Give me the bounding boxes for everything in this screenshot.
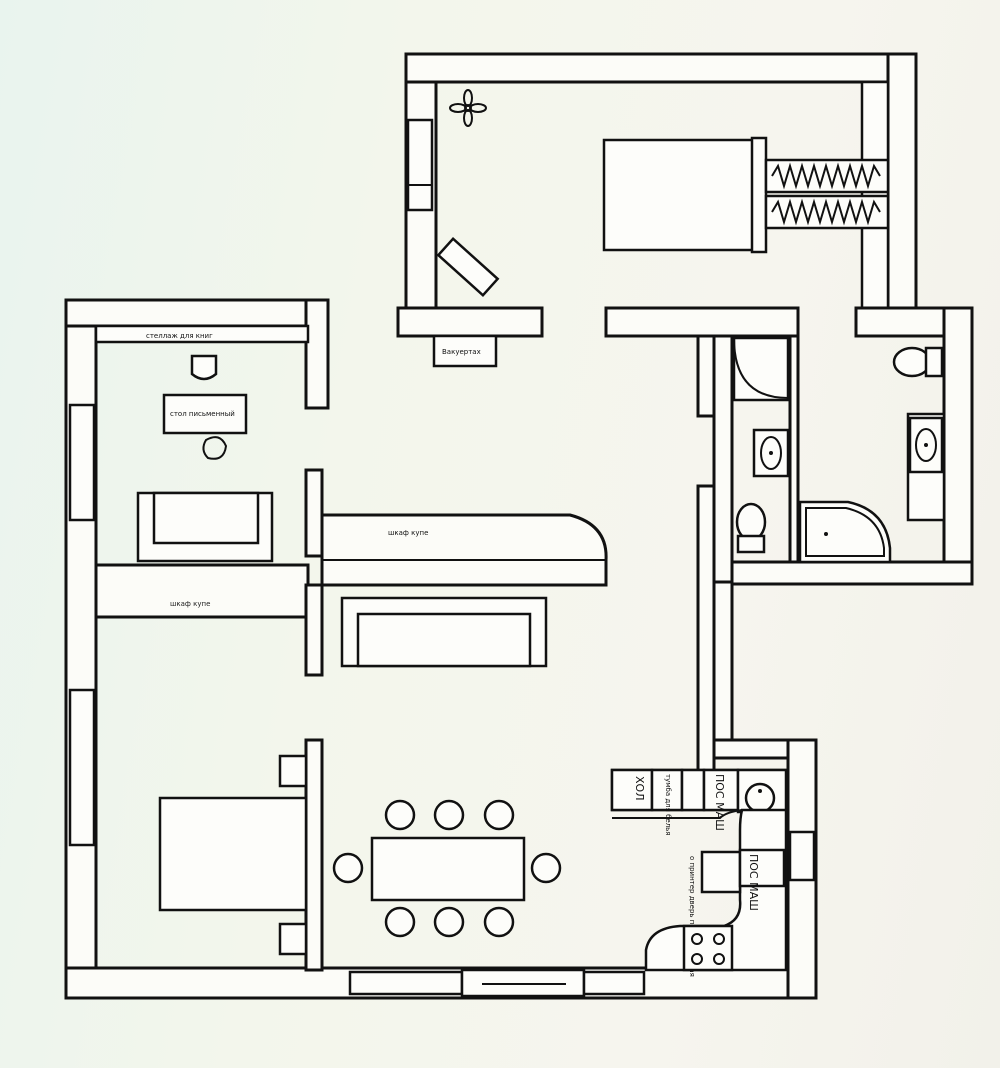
stove bbox=[682, 924, 734, 972]
window-living-right bbox=[582, 970, 646, 996]
chair-s3 bbox=[483, 906, 515, 938]
wc-sink-basin bbox=[760, 436, 782, 470]
burner-1 bbox=[691, 933, 703, 945]
wc-toilet bbox=[735, 502, 767, 542]
wc-inner-wall bbox=[712, 334, 734, 584]
dining-table bbox=[370, 836, 526, 902]
office-east-wall-upper bbox=[304, 298, 330, 410]
dishwasher-side bbox=[738, 848, 786, 888]
corner-bathtub bbox=[798, 500, 892, 564]
dishwasher-top bbox=[702, 768, 740, 812]
radiator-bottom-zigzag bbox=[771, 198, 881, 226]
wc-sink-drain bbox=[769, 451, 773, 455]
dishwasher-side-label: ПОС МАШ bbox=[747, 854, 760, 911]
cabinet-label: тумба для белья bbox=[664, 774, 672, 836]
kitchen-note-label: о принтер дверь посудомоечная bbox=[688, 856, 696, 977]
bathtub-drain bbox=[824, 532, 828, 536]
office-sofa-seat bbox=[152, 491, 260, 545]
shower-arc bbox=[733, 337, 789, 399]
bath-east-wall bbox=[942, 306, 974, 586]
bedroom-double-bed bbox=[158, 796, 308, 912]
burner-4 bbox=[713, 953, 725, 965]
dresser-label: Вакуертах bbox=[442, 348, 481, 356]
dresser bbox=[432, 334, 498, 368]
armchair bbox=[436, 236, 500, 298]
cabinet-small bbox=[680, 768, 706, 812]
shower bbox=[732, 336, 790, 402]
south-bedroom bbox=[158, 754, 308, 956]
fridge-label: ХОЛ bbox=[633, 776, 646, 800]
kitchen-north-wall-stub bbox=[712, 580, 734, 744]
north-bedroom-north-wall bbox=[404, 52, 918, 84]
window-bedroom-left bbox=[68, 688, 96, 847]
window-kitchen bbox=[788, 830, 816, 882]
bath-sink-basin bbox=[915, 428, 937, 462]
kitchen: ХОЛ тумба для белья ПОС МАШ ПОС МАШ о пр… bbox=[610, 768, 788, 977]
office-north-wall bbox=[64, 298, 330, 328]
hall-wardrobe bbox=[320, 513, 608, 587]
desk-label: стол письменный bbox=[170, 410, 235, 418]
living bbox=[332, 596, 562, 938]
hall-east-wall bbox=[696, 484, 716, 788]
washing-machine-dot bbox=[758, 789, 762, 793]
burner-2 bbox=[713, 933, 725, 945]
counter-edge bbox=[612, 809, 743, 819]
desk bbox=[162, 393, 248, 435]
bath-sink-drain bbox=[924, 443, 928, 447]
bath-toilet bbox=[892, 346, 932, 378]
plant-icon bbox=[449, 89, 487, 127]
north-bedroom-south-wall-right bbox=[604, 306, 800, 338]
chair-s1 bbox=[384, 906, 416, 938]
wardrobe-top-label: шкаф купе bbox=[388, 529, 428, 537]
office-south-wardrobe bbox=[94, 563, 310, 619]
nightstand-top bbox=[278, 754, 308, 788]
bath-divider-wall bbox=[788, 334, 800, 566]
corner-bathtub-inner bbox=[805, 507, 885, 557]
chair-e bbox=[530, 852, 562, 884]
fridge bbox=[610, 768, 654, 812]
living-sofa-seat bbox=[356, 612, 532, 668]
bathrooms bbox=[732, 336, 946, 564]
window-north-bedroom bbox=[406, 118, 434, 212]
chair-s2 bbox=[433, 906, 465, 938]
north-bedroom-east-wall bbox=[886, 52, 918, 312]
double-bed bbox=[602, 138, 756, 252]
north-bedroom: Вакуертах bbox=[432, 89, 890, 368]
north-bedroom-south-wall-left bbox=[396, 306, 544, 338]
window-office bbox=[68, 403, 96, 522]
wardrobe-bottom-label: шкаф купе bbox=[170, 600, 210, 608]
wc-west-wall-upper bbox=[696, 334, 716, 418]
chair-n1 bbox=[384, 799, 416, 831]
bath-toilet-tank bbox=[924, 346, 944, 378]
chair-w bbox=[332, 852, 364, 884]
bookshelf bbox=[94, 324, 310, 344]
bookshelf-label: стеллаж для книг bbox=[146, 332, 213, 340]
radiator-top-zigzag bbox=[771, 162, 881, 190]
washing-machine-drum bbox=[744, 782, 776, 814]
office: стол письменный стеллаж для книг шкаф ку… bbox=[136, 332, 428, 608]
office-east-wall-lower bbox=[304, 468, 324, 558]
nightstand-bottom bbox=[278, 922, 308, 956]
office-chair bbox=[190, 354, 218, 381]
chair-n2 bbox=[433, 799, 465, 831]
sink-cabinet bbox=[700, 850, 742, 894]
living-west-wall bbox=[304, 583, 324, 677]
wc-toilet-tank bbox=[736, 534, 766, 554]
bed-headboard bbox=[750, 136, 768, 254]
dishwasher-top-label: ПОС МАШ bbox=[713, 774, 726, 831]
bath-south-wall bbox=[730, 560, 974, 586]
burner-3 bbox=[691, 953, 703, 965]
bedroom-east-wall bbox=[304, 738, 324, 972]
chair-n3 bbox=[483, 799, 515, 831]
office-rug bbox=[202, 436, 228, 460]
window-living-left bbox=[348, 970, 464, 996]
